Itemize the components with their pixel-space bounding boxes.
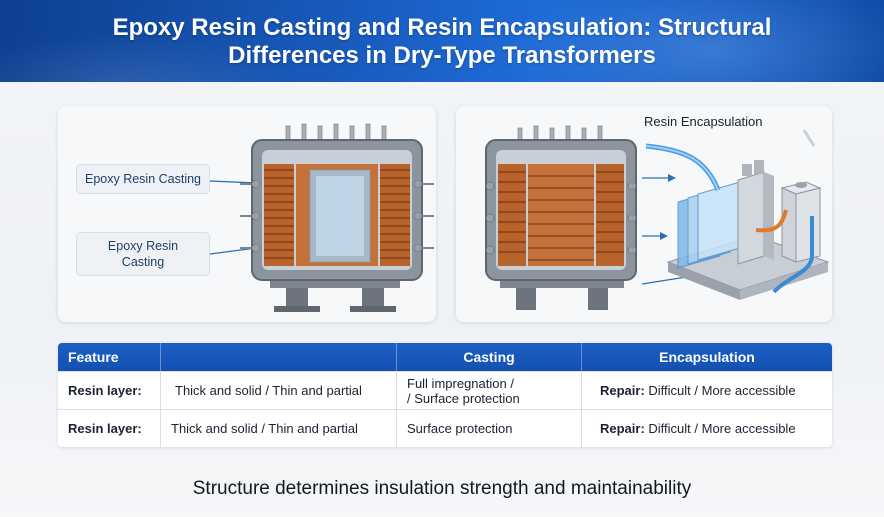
tagline: Structure determines insulation strength… (192, 478, 692, 499)
encapsulation-panel: Resin Encapsulation (456, 106, 832, 322)
casting-panel: Epoxy Resin Casting Epoxy Resin Casting (58, 106, 436, 322)
callout-epoxy-resin-casting: Epoxy Resin Casting (76, 164, 210, 194)
transformer-casting-illustration (209, 123, 434, 312)
callout-line-1: Epoxy Resin (107, 239, 179, 253)
table-row: Resin layer: Thick and solid / Thin and … (58, 371, 832, 409)
row-casting-line-1: Surface protection (407, 421, 513, 436)
repair-value: Difficult / More accessible (644, 383, 796, 398)
repair-label: Repair: (600, 421, 645, 436)
transformer-encapsulation-illustration (485, 125, 830, 310)
header-feature: Feature (58, 343, 161, 371)
row-encapsulation: Repair: Difficult / More accessible (582, 372, 832, 409)
row-casting: Surface protection (397, 410, 582, 447)
page-title-line-2: Differences in Dry-Type Transformers (228, 42, 656, 69)
header-casting: Casting (397, 343, 582, 371)
callout-line-2: Casting (121, 255, 165, 269)
banner-glow (504, 0, 884, 82)
callout-epoxy-resin-casting-text: Epoxy Resin Casting (84, 172, 202, 186)
row-casting-line-2: / Surface protection (407, 390, 520, 406)
row-feature: Resin layer: (58, 372, 161, 409)
row-feature: Resin layer: (58, 410, 161, 447)
header-blank (161, 343, 397, 371)
page-title: Epoxy Resin Casting and Resin Encapsulat… (0, 14, 884, 70)
row-detail: Thick and solid / Thin and partial (161, 410, 397, 447)
callout-epoxy-resin-casting-2: Epoxy Resin Casting (76, 232, 210, 276)
row-detail: Thick and solid / Thin and partial (161, 372, 397, 409)
repair-value: Difficult / More accessible (644, 421, 796, 436)
comparison-table: Feature Casting Encapsulation Resin laye… (58, 343, 832, 447)
resin-encapsulation-label: Resin Encapsulation (644, 114, 763, 129)
row-casting-line-1: Full impregnation / (407, 375, 514, 391)
row-casting: Full impregnation / / Surface protection (397, 372, 582, 409)
repair-label: Repair: (600, 383, 645, 398)
table-row: Resin layer: Thick and solid / Thin and … (58, 409, 832, 447)
header-banner (0, 0, 884, 82)
page-title-line-1: Epoxy Resin Casting and Resin Encapsulat… (112, 14, 772, 41)
header-encapsulation: Encapsulation (659, 349, 755, 365)
row-encapsulation: Repair: Difficult / More accessible (582, 410, 832, 447)
table-header: Feature Casting Encapsulation (58, 343, 832, 371)
